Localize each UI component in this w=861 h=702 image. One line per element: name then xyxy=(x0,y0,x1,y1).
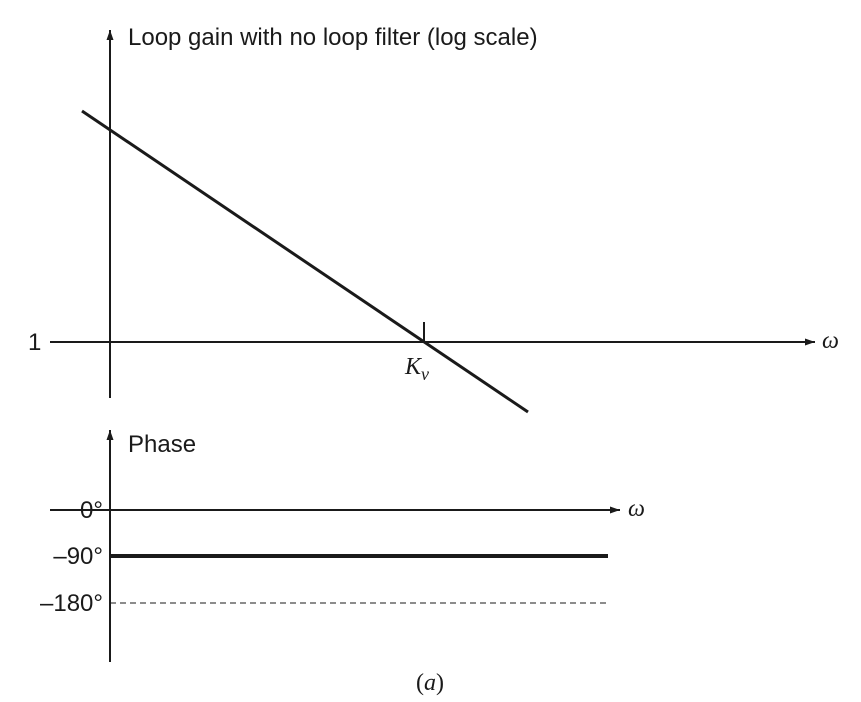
phase-y-axis-label: Phase xyxy=(128,431,196,458)
gain-y-axis-label: Loop gain with no loop filter (log scale… xyxy=(128,24,538,51)
figure-caption: (a) xyxy=(416,670,444,696)
phase-x-axis-label: ω xyxy=(628,496,645,522)
phase-tick-0: 0° xyxy=(80,497,103,524)
phase-plot: Phase ω 0° –90° –180° xyxy=(40,430,645,662)
crossover-label: Kv xyxy=(404,354,429,384)
phase-tick-minus-90: –90° xyxy=(53,543,103,570)
gain-plot: Loop gain with no loop filter (log scale… xyxy=(28,24,839,414)
unity-gain-label: 1 xyxy=(28,329,41,356)
phase-tick-minus-180: –180° xyxy=(40,590,103,617)
loop-gain-line xyxy=(81,109,529,414)
gain-x-axis-label: ω xyxy=(822,328,839,354)
